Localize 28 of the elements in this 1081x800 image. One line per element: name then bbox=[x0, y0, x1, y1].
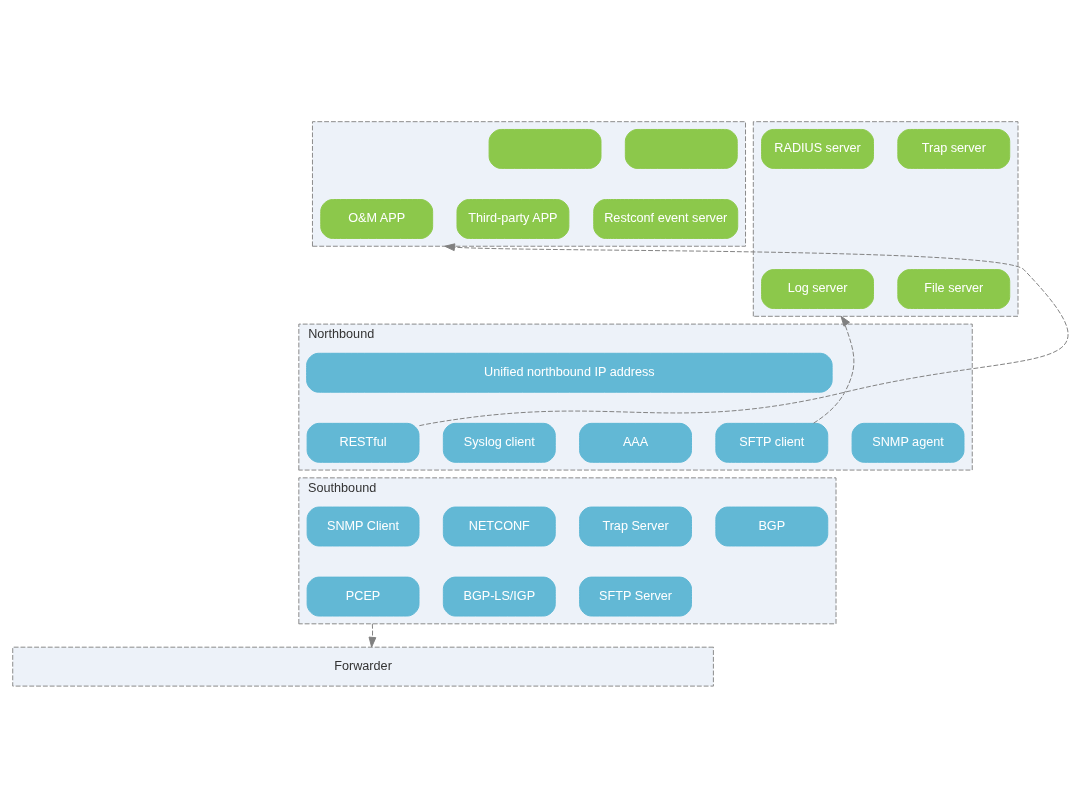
node-box: RADIUS server bbox=[761, 128, 874, 169]
node-box: BGP-LS/IGP bbox=[442, 576, 556, 617]
node-box: PCEP bbox=[306, 576, 420, 617]
node-box: Log server bbox=[761, 269, 874, 309]
node-box: SNMP agent bbox=[851, 422, 965, 463]
node-box: RESTful bbox=[306, 422, 420, 463]
node-box: SFTP Server bbox=[579, 576, 692, 617]
node-box: O&M APP bbox=[320, 199, 434, 239]
node-box: Trap server bbox=[897, 128, 1011, 169]
cluster bbox=[312, 121, 746, 247]
node-box bbox=[488, 128, 602, 169]
arrow bbox=[418, 243, 1068, 427]
cluster bbox=[752, 121, 1019, 317]
node-box: Syslog client bbox=[442, 422, 556, 463]
node-box: SFTP client bbox=[715, 422, 829, 463]
arrow bbox=[368, 623, 377, 648]
node-box: Third-party APP bbox=[456, 199, 570, 239]
node-box bbox=[624, 128, 738, 169]
node-box: Forwarder bbox=[12, 646, 714, 687]
node-box: SNMP Client bbox=[306, 506, 420, 547]
arrow bbox=[813, 315, 855, 424]
node-box: Restconf event server bbox=[593, 199, 739, 239]
node-box: Unified northbound IP address bbox=[306, 352, 833, 393]
node-box: Trap Server bbox=[579, 506, 692, 547]
node-box: File server bbox=[897, 269, 1011, 309]
node-box: NETCONF bbox=[442, 506, 556, 547]
node-box: BGP bbox=[715, 506, 829, 547]
node-box: AAA bbox=[579, 422, 692, 463]
